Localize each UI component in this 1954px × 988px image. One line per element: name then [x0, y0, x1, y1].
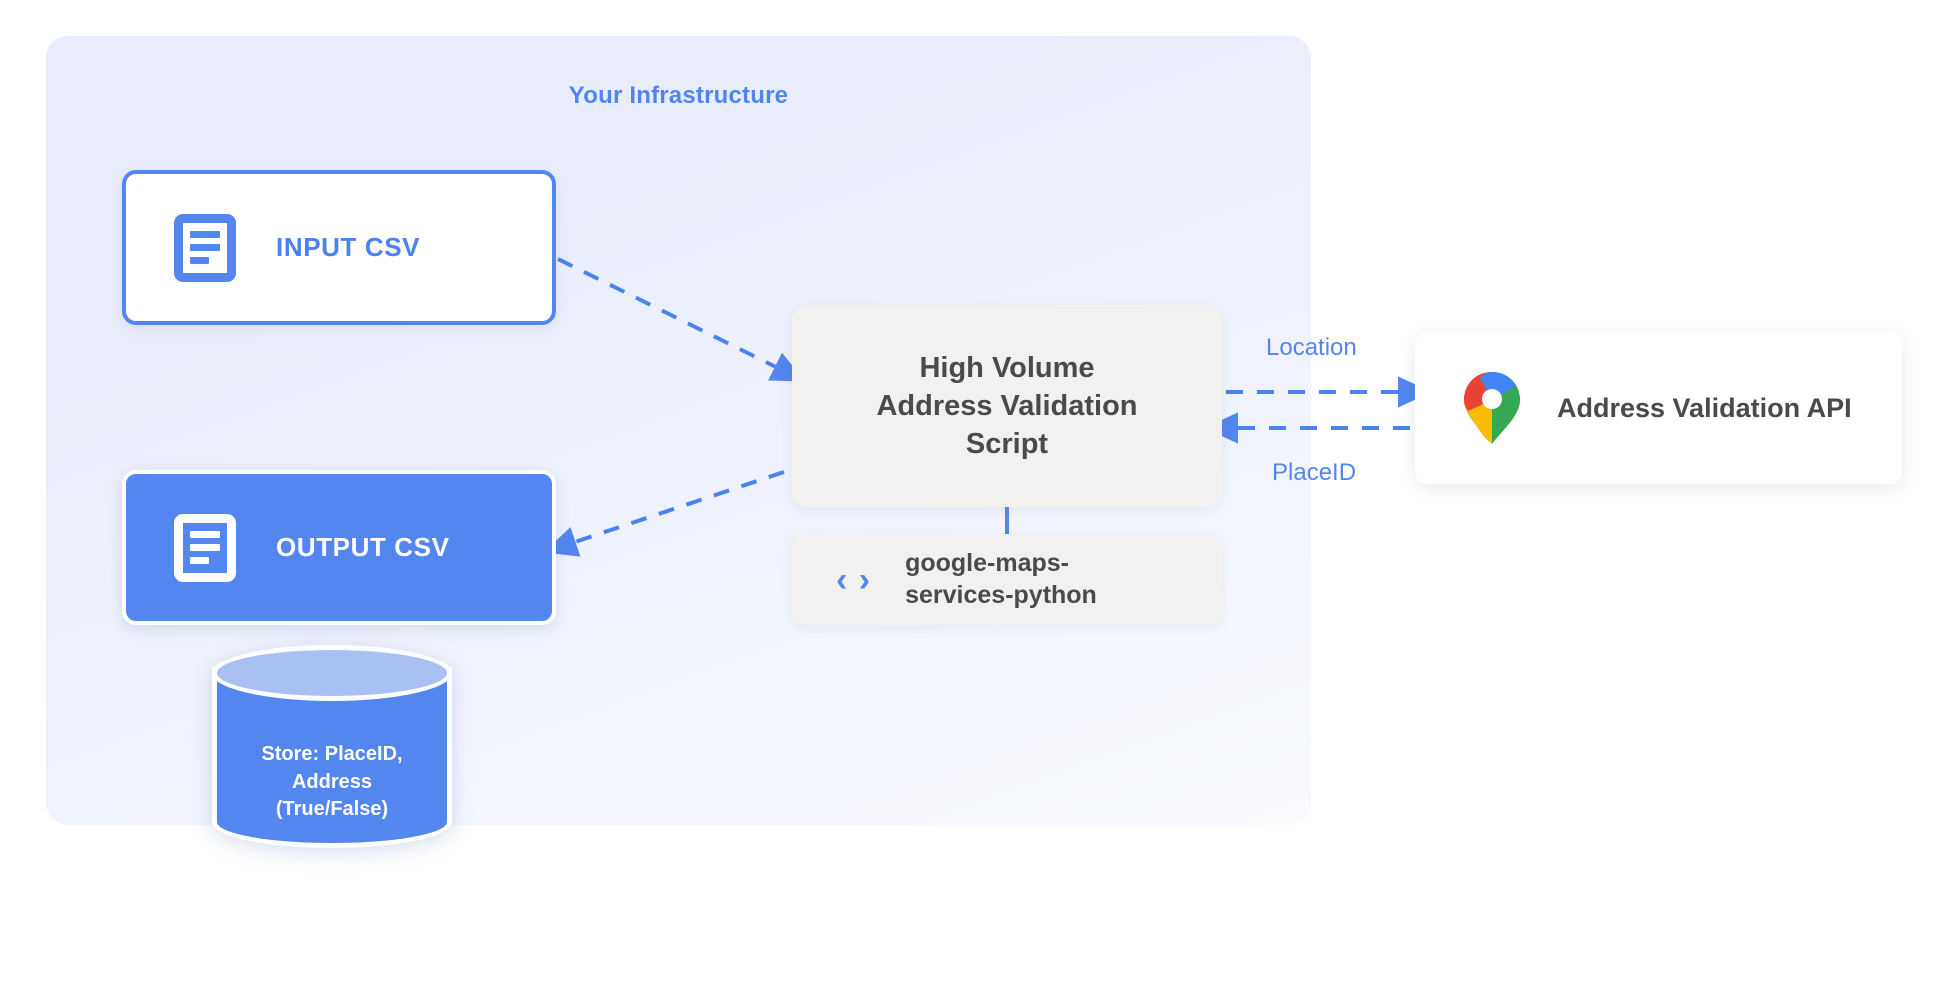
database-cylinder-node[interactable]: Store: PlaceID, Address (True/False): [212, 645, 452, 870]
input-csv-node[interactable]: INPUT CSV: [122, 170, 556, 325]
code-brackets-icon: ‹ ›: [836, 560, 872, 599]
edge-script-to-output: [543, 470, 785, 557]
script-library-connector: [1005, 507, 1009, 535]
database-label: Store: PlaceID, Address (True/False): [261, 743, 403, 821]
input-csv-label: INPUT CSV: [276, 232, 421, 262]
client-library-node[interactable]: ‹ › google-maps- services-python: [792, 534, 1222, 625]
database-top-ellipse: [212, 645, 452, 701]
document-icon: [174, 213, 236, 282]
validation-script-label: High Volume Address Validation Script: [876, 351, 1138, 461]
output-csv-node[interactable]: OUTPUT CSV: [122, 470, 556, 625]
client-library-label: google-maps- services-python: [905, 549, 1097, 609]
address-validation-api-node[interactable]: Address Validation API: [1415, 332, 1902, 484]
document-icon: [174, 513, 236, 582]
edge-label-location: Location: [1266, 334, 1357, 361]
edge-label-placeid: PlaceID: [1272, 459, 1357, 486]
edge-input-to-script: [557, 257, 806, 382]
output-csv-label: OUTPUT CSV: [276, 532, 450, 562]
panel-title: Your Infrastructure: [568, 82, 789, 109]
google-maps-pin-icon: [1461, 370, 1523, 446]
address-validation-api-label: Address Validation API: [1557, 392, 1852, 423]
validation-script-node[interactable]: High Volume Address Validation Script: [792, 305, 1222, 507]
